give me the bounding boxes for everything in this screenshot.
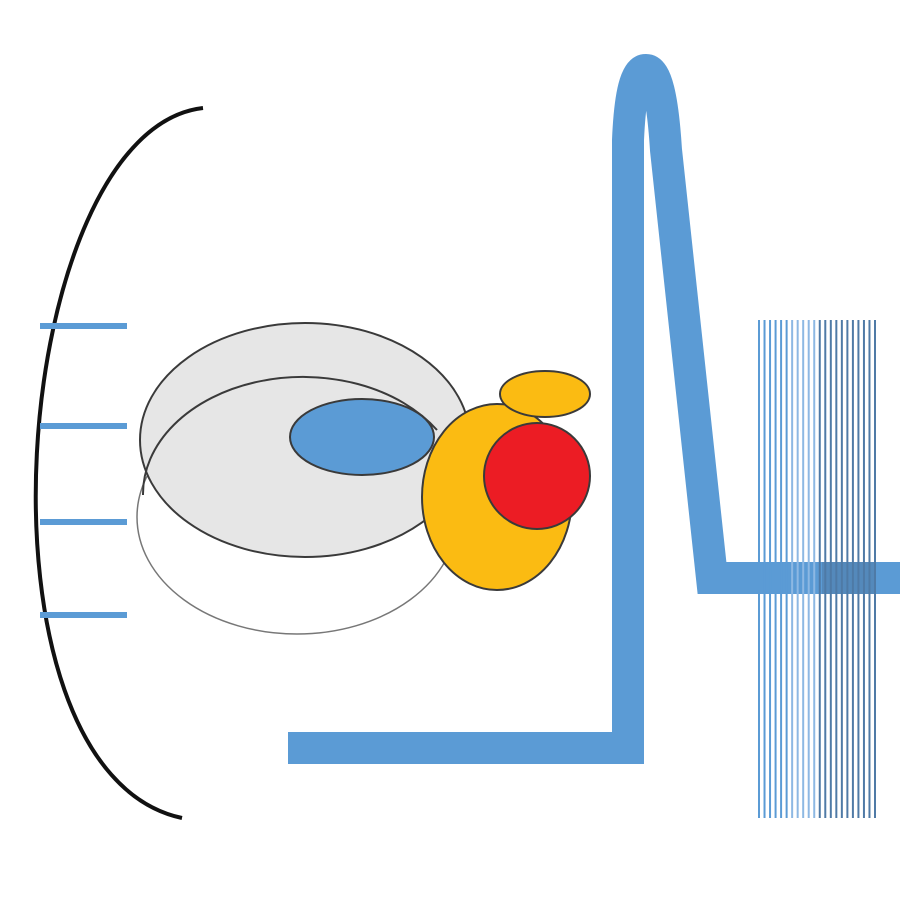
red-circle <box>483 422 591 530</box>
lower-ellipse-overlap-arc <box>141 375 438 496</box>
dash-lines <box>40 323 127 618</box>
yellow-small-ellipse <box>499 370 591 418</box>
bars-overlap <box>822 562 876 594</box>
blue-ellipse <box>289 398 435 476</box>
head-arc <box>33 106 204 820</box>
signal-line <box>288 53 900 764</box>
